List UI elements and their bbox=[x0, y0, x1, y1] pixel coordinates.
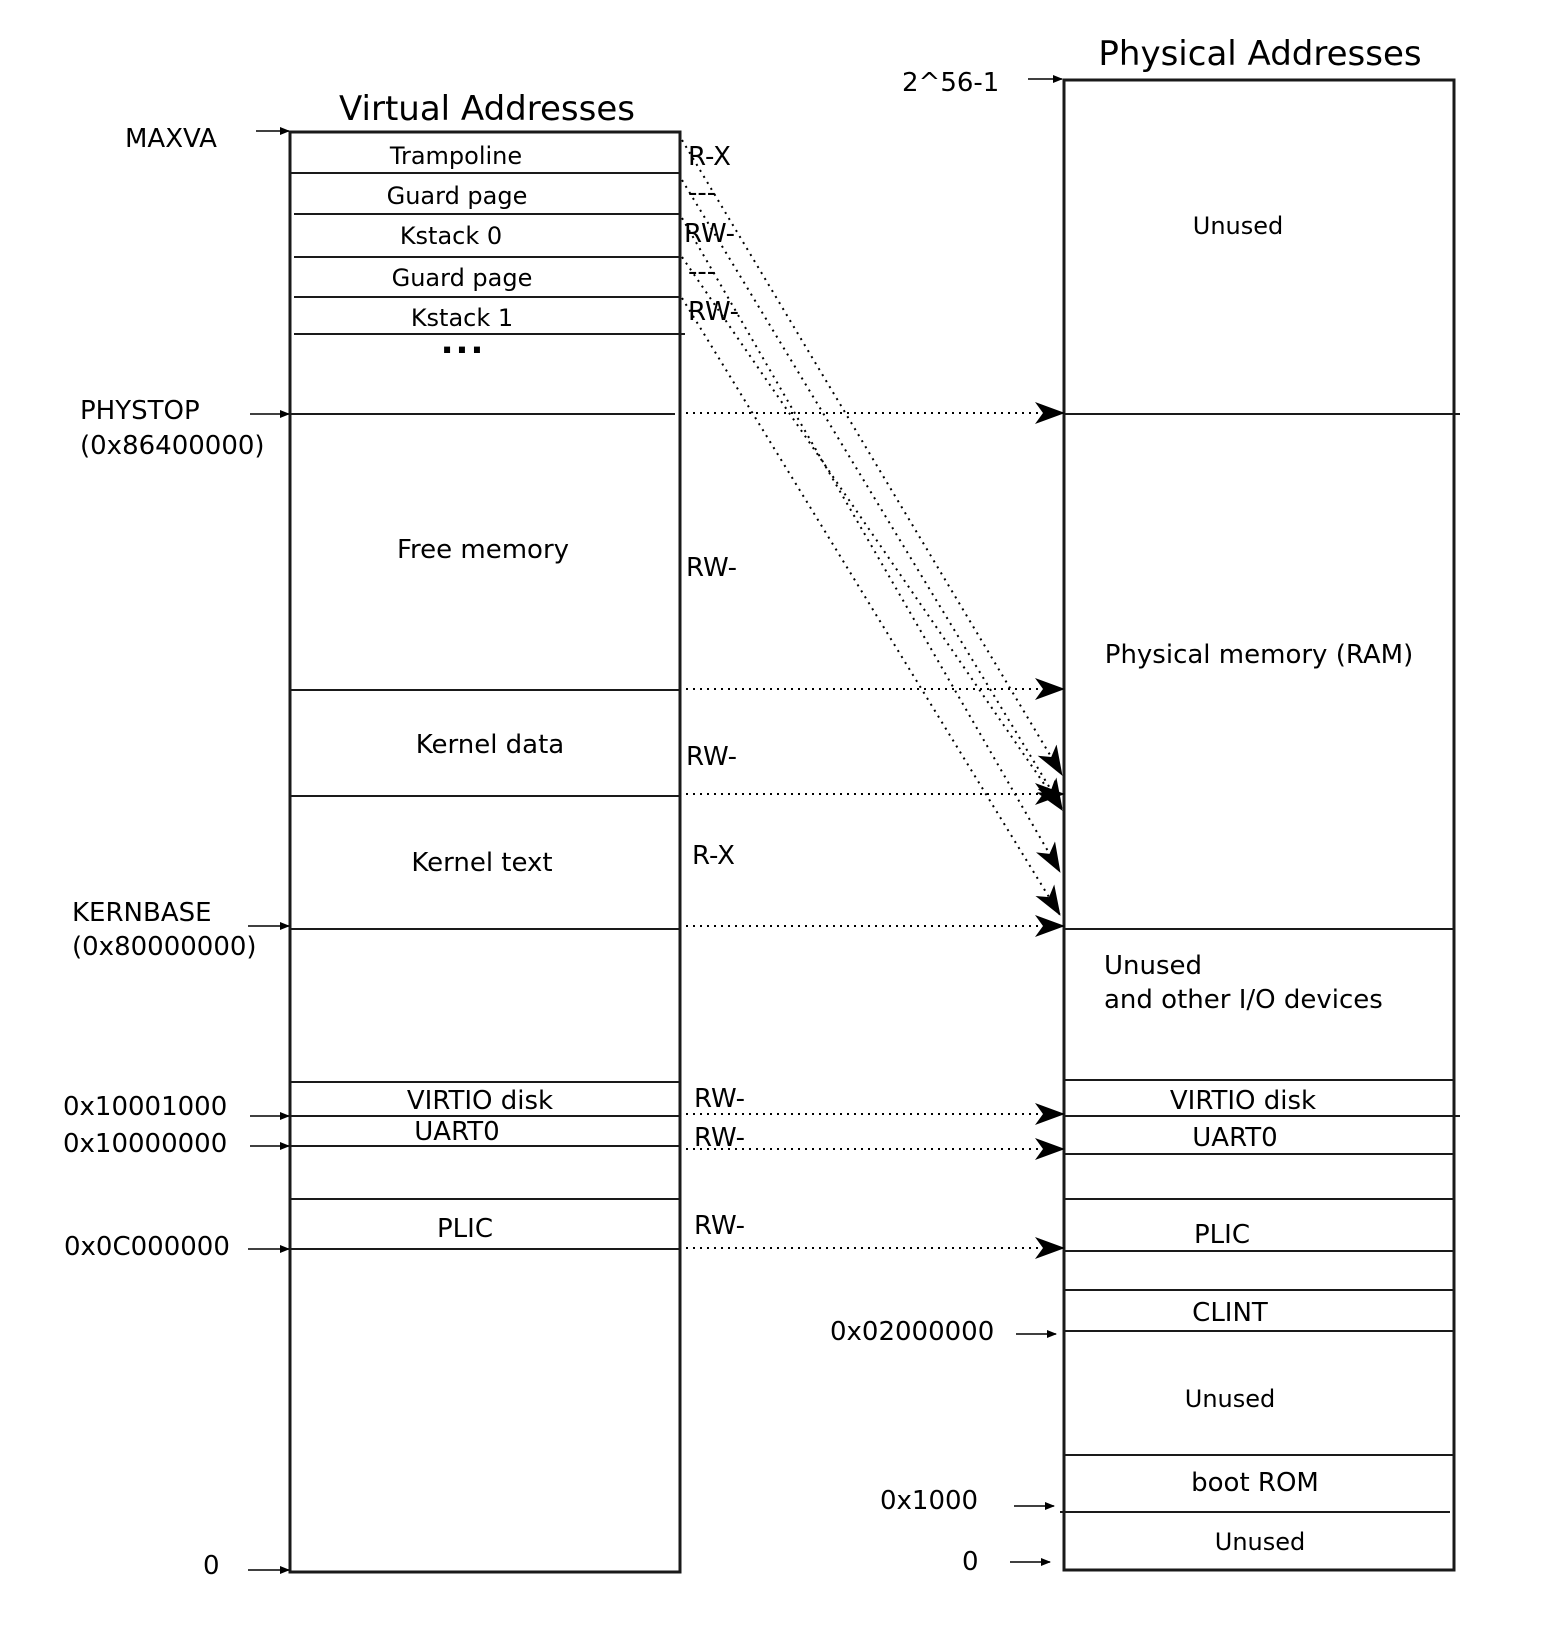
virtual-address-ticks bbox=[248, 127, 290, 1574]
map-guard-page-0 bbox=[681, 179, 1063, 809]
addr-uart: 0x10000000 bbox=[63, 1129, 227, 1159]
region-plic: PLIC bbox=[437, 1214, 493, 1244]
physical-dividers bbox=[1060, 413, 1460, 1513]
phys-region-unused-top: Unused bbox=[1193, 212, 1284, 240]
region-guard-page-1: Guard page bbox=[392, 264, 533, 292]
addr-plic: 0x0C000000 bbox=[64, 1232, 230, 1262]
region-virtio-disk: VIRTIO disk bbox=[407, 1086, 553, 1116]
physical-address-box bbox=[1062, 78, 1456, 1572]
region-free-memory: Free memory bbox=[397, 535, 569, 565]
phys-region-unused-mid: Unused bbox=[1185, 1385, 1276, 1413]
addr-phystop-hex: (0x86400000) bbox=[80, 431, 265, 461]
physical-address-ticks bbox=[1010, 75, 1063, 1566]
phys-addr-zero: 0 bbox=[962, 1547, 979, 1577]
perm-plic: RW- bbox=[694, 1211, 745, 1241]
addr-maxva: MAXVA bbox=[125, 124, 217, 154]
phys-region-boot-rom: boot ROM bbox=[1191, 1468, 1319, 1498]
region-kernel-text: Kernel text bbox=[411, 848, 552, 878]
addr-kernbase-hex: (0x80000000) bbox=[72, 932, 257, 962]
region-kernel-data: Kernel data bbox=[416, 730, 565, 760]
phys-addr-top: 2^56-1 bbox=[902, 68, 999, 98]
addr-phystop: PHYSTOP bbox=[80, 396, 200, 426]
phys-addr-clint: 0x02000000 bbox=[830, 1317, 994, 1347]
perm-trampoline: R-X bbox=[688, 142, 731, 172]
perm-virtio-disk: RW- bbox=[694, 1084, 745, 1114]
region-kstack-0: Kstack 0 bbox=[400, 222, 502, 250]
region-uart0: UART0 bbox=[414, 1117, 499, 1147]
virtual-title: Virtual Addresses bbox=[339, 89, 635, 129]
phys-region-clint: CLINT bbox=[1192, 1298, 1268, 1328]
region-kstack-1: Kstack 1 bbox=[411, 304, 513, 332]
addr-kernbase: KERNBASE bbox=[72, 898, 212, 928]
phys-region-plic: PLIC bbox=[1194, 1220, 1250, 1250]
physical-title: Physical Addresses bbox=[1098, 34, 1421, 74]
map-kstack-0 bbox=[681, 217, 1061, 873]
perm-guard-page-0: --- bbox=[688, 178, 716, 208]
virtual-dividers bbox=[290, 172, 685, 1250]
addr-virtual-zero: 0 bbox=[203, 1551, 220, 1581]
phys-region-virtio-disk: VIRTIO disk bbox=[1170, 1086, 1316, 1116]
phys-region-io-line1: Unused bbox=[1104, 951, 1202, 981]
phys-region-uart0: UART0 bbox=[1192, 1123, 1277, 1153]
perm-kernel-text: R-X bbox=[692, 841, 735, 871]
map-guard-page-1 bbox=[681, 256, 1063, 811]
phys-region-ram: Physical memory (RAM) bbox=[1105, 640, 1413, 670]
perm-guard-page-1: --- bbox=[688, 257, 716, 287]
perm-kstack-1: RW- bbox=[688, 297, 739, 327]
perm-kernel-data: RW- bbox=[686, 742, 737, 772]
perm-kstack-0: RW- bbox=[684, 219, 735, 249]
phys-region-io-line2: and other I/O devices bbox=[1104, 985, 1383, 1015]
addr-virtio: 0x10001000 bbox=[63, 1092, 227, 1122]
perm-free-memory: RW- bbox=[686, 553, 737, 583]
map-kstack-1 bbox=[681, 297, 1061, 916]
phys-region-unused-bottom: Unused bbox=[1215, 1528, 1306, 1556]
virtual-address-box bbox=[288, 130, 682, 1574]
ellipsis-more-kstacks: ... bbox=[441, 322, 486, 362]
phys-addr-bootrom: 0x1000 bbox=[880, 1486, 978, 1516]
region-trampoline: Trampoline bbox=[389, 142, 522, 170]
region-guard-page-0: Guard page bbox=[387, 182, 528, 210]
map-trampoline bbox=[681, 139, 1063, 776]
mapping-arrows bbox=[681, 139, 1065, 1259]
